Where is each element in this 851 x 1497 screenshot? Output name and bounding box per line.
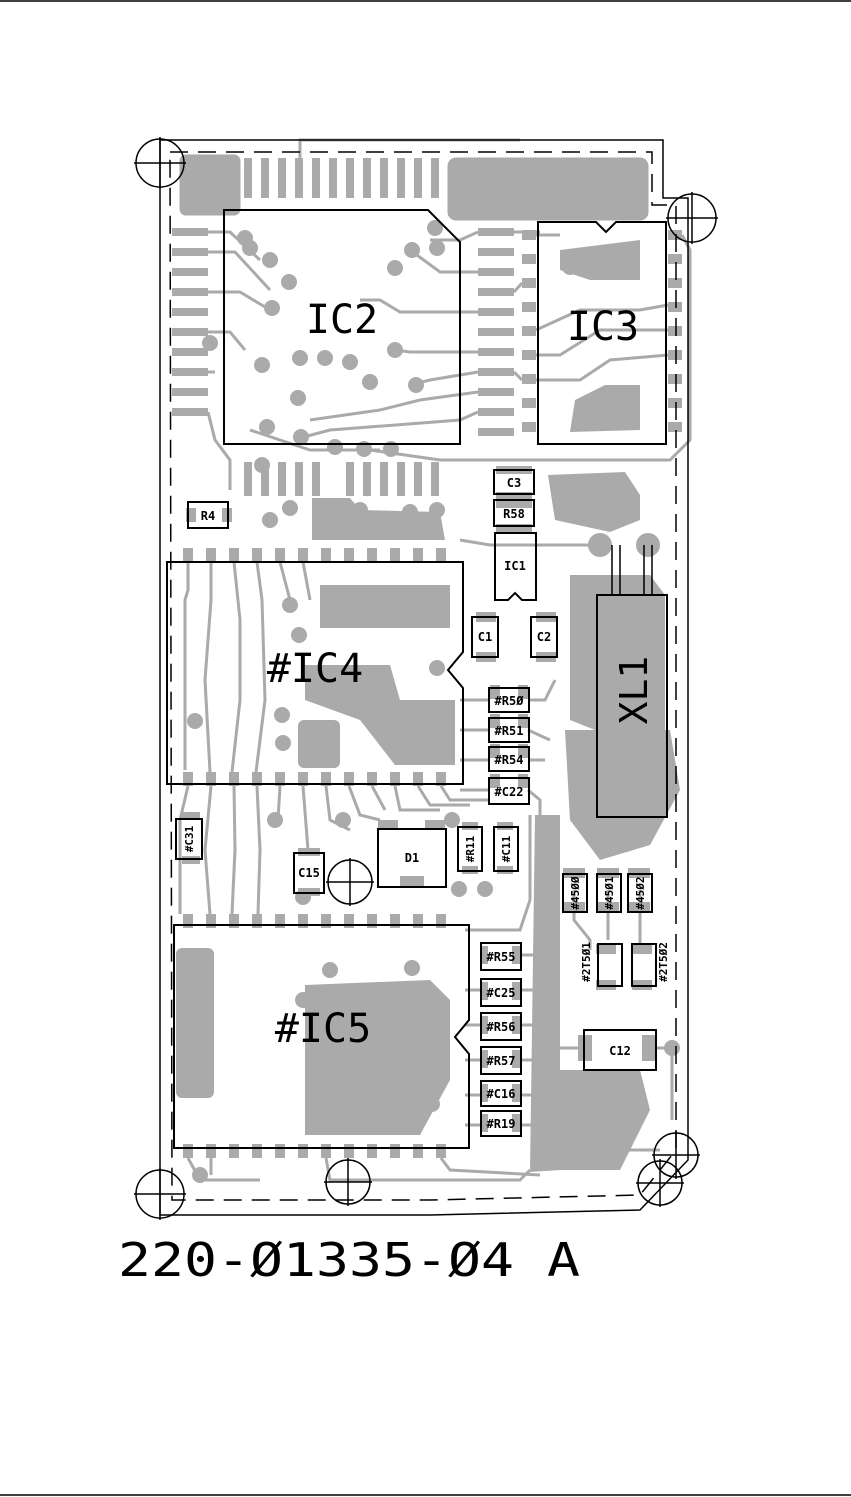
c3-label: C3 [507,476,521,490]
t502-label: #2T5Ø2 [657,942,670,982]
d1-label: D1 [405,851,419,865]
ic2-label: IC2 [306,297,378,343]
mounting-hole-top-left [134,137,186,189]
ic3-label: IC3 [567,304,639,350]
c15-label: C15 [298,866,320,880]
r50-label: #R5Ø [495,694,525,708]
r11-label: #R11 [464,835,477,862]
r58-label: R58 [503,507,525,521]
c16-label: #C16 [487,1087,516,1101]
r4-label: R4 [201,509,215,523]
mounting-hole-bottom-right-b [636,1159,684,1207]
ic1-label: IC1 [504,559,526,573]
mounting-hole-bottom-right-a [652,1131,700,1179]
board-part-number: 220-Ø1335-Ø4 A [118,1233,580,1287]
c25-label: #C25 [487,986,516,1000]
mounting-hole-bottom-left [134,1168,186,1220]
q4501-label: #45Ø1 [603,876,616,909]
c22-label: #C22 [495,785,524,799]
xl1-label: XL1 [612,656,656,725]
c12-label: C12 [609,1044,631,1058]
ic5-label: #IC5 [275,1006,371,1052]
q4500-label: #45ØØ [569,876,582,909]
q4502-label: #45Ø2 [634,876,647,909]
c11-label: #C11 [500,835,513,862]
r51-label: #R51 [495,724,524,738]
mounting-hole-bottom-center [324,1158,372,1206]
r56-label: #R56 [487,1020,516,1034]
r54-label: #R54 [495,753,524,767]
ic4-label: #IC4 [267,646,363,692]
c31-label: #C31 [183,825,196,852]
c2-label: C2 [537,630,551,644]
t501-label: #2T5Ø1 [580,942,593,982]
r57-label: #R57 [487,1054,516,1068]
r19-label: #R19 [487,1117,516,1131]
c1-label: C1 [478,630,492,644]
r55-label: #R55 [487,950,516,964]
mounting-hole-center [326,858,374,906]
